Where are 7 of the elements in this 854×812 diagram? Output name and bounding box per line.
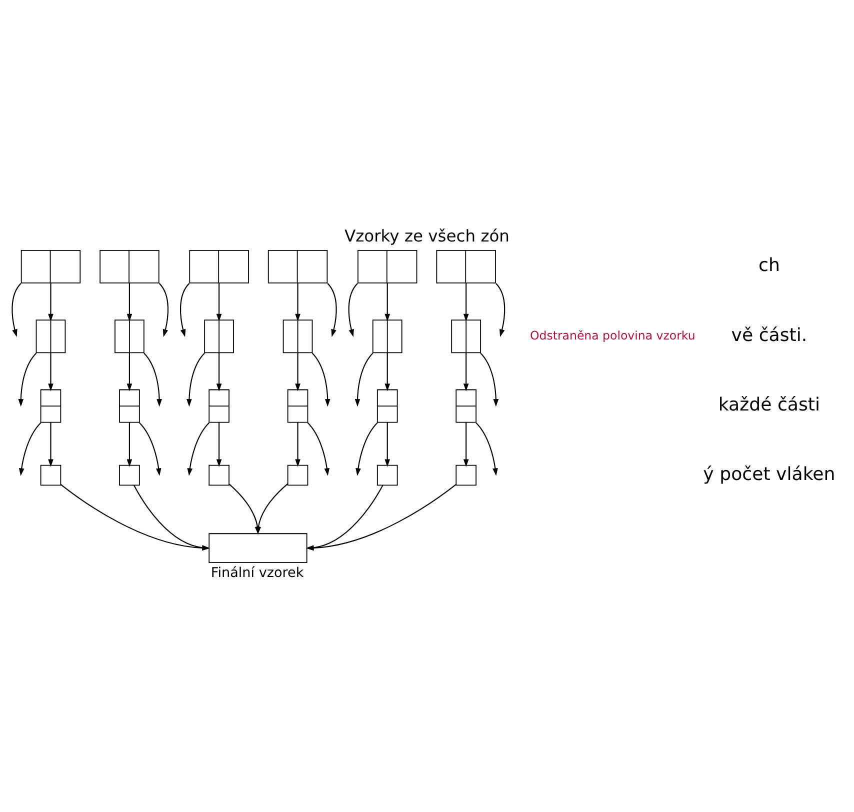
label: Odstraněna polovina vzorku — [530, 328, 696, 342]
node-label: Finální vzorek — [210, 564, 304, 581]
label: každé části — [718, 394, 820, 416]
label: ch — [758, 254, 780, 276]
label: ý počet vláken — [703, 463, 836, 484]
label: vě části. — [731, 324, 808, 346]
diagram-title: Vzorky ze všech zón — [344, 226, 510, 245]
